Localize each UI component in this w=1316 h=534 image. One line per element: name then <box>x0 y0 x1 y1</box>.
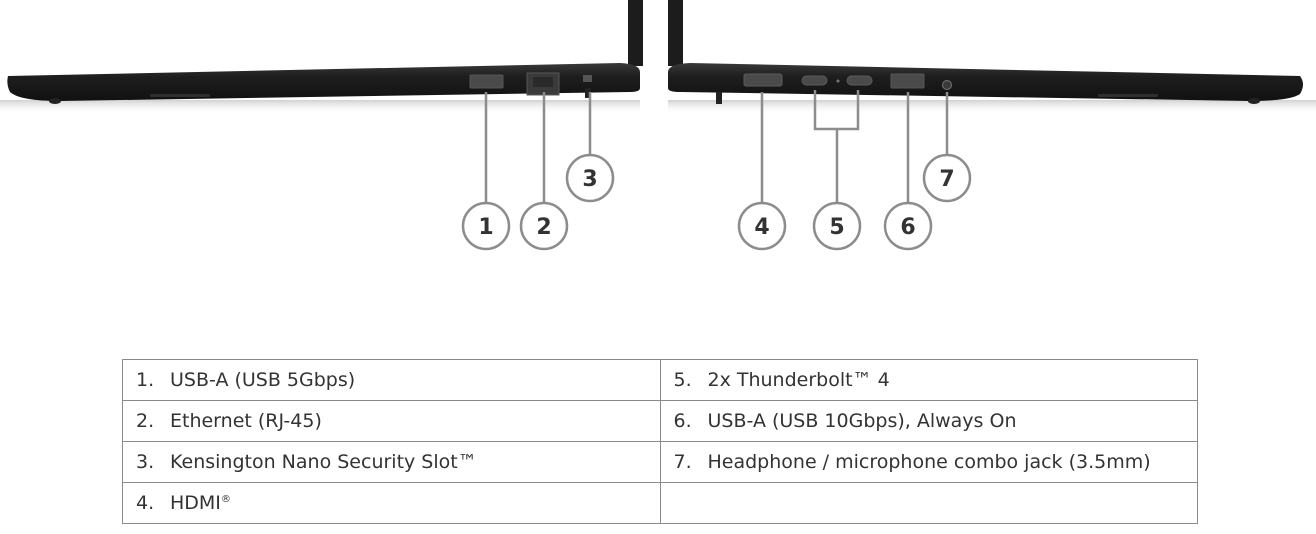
callout-6-number: 6 <box>900 215 915 240</box>
callout-circles <box>461 153 972 251</box>
security-slot <box>583 75 592 82</box>
laptop-left-side <box>0 0 643 114</box>
port-number: 3. <box>136 451 155 473</box>
thunderbolt-port-2 <box>846 75 873 86</box>
port-label: Headphone / microphone combo jack (3.5mm… <box>707 451 1151 473</box>
port-cell-5: 5. 2x Thunderbolt™ 4 <box>659 359 1198 401</box>
table-row: 2. Ethernet (RJ-45) 6. USB-A (USB 10Gbps),… <box>122 400 1198 442</box>
callout-5-circle <box>812 201 862 251</box>
port-cell-3: 3. Kensington Nano Security Slot™ <box>122 441 661 483</box>
laptop-ports-illustration: 1 2 3 4 5 6 7 <box>0 0 1316 251</box>
laptop-right-side <box>668 0 1316 114</box>
port-number: 6. <box>673 410 692 432</box>
port-number: 4. <box>136 492 155 514</box>
callout-1-circle <box>461 201 511 251</box>
usb-a-port-left <box>469 74 504 89</box>
table-row: 4. HDMI® <box>122 482 1198 524</box>
port-label: USB-A (USB 5Gbps) <box>170 369 356 391</box>
laptop-right-base <box>668 63 1303 101</box>
callout-2-circle <box>519 201 569 251</box>
callout-3-number: 3 <box>582 167 597 192</box>
table-row: 3. Kensington Nano Security Slot™ 7. Headp… <box>122 441 1198 483</box>
laptop-left-lid <box>628 0 643 66</box>
callout-6-circle <box>883 201 933 251</box>
callout-1-number: 1 <box>478 215 493 240</box>
vent-left <box>150 94 210 97</box>
callout-numbers: 1 2 3 4 5 6 7 <box>478 167 954 240</box>
table-row: 1. USB-A (USB 5Gbps) 5. 2x Thunderbolt™ 4 <box>122 359 1198 401</box>
port-number: 7. <box>673 451 692 473</box>
callout-5-number: 5 <box>829 215 844 240</box>
port-label: Kensington Nano Security Slot™ <box>170 451 477 473</box>
audio-jack <box>942 80 952 90</box>
port-cell-7: 7. Headphone / microphone combo jack (3.5… <box>659 441 1198 483</box>
port-cell-1: 1. USB-A (USB 5Gbps) <box>122 359 661 401</box>
port-label: HDMI <box>170 492 221 514</box>
port-number: 2. <box>136 410 155 432</box>
port-label: Ethernet (RJ-45) <box>170 410 322 432</box>
usb-a-port-right <box>890 73 925 89</box>
port-cell-2: 2. Ethernet (RJ-45) <box>122 400 661 442</box>
thunderbolt-port-1 <box>801 75 828 86</box>
callout-7-circle <box>922 153 972 203</box>
callout-4-circle <box>737 201 787 251</box>
port-number: 5. <box>673 369 692 391</box>
port-number: 1. <box>136 369 155 391</box>
port-label: 2x Thunderbolt™ 4 <box>707 369 890 391</box>
registered-mark: ® <box>220 494 231 505</box>
callout-2-number: 2 <box>536 215 551 240</box>
callout-4-number: 4 <box>754 215 769 240</box>
vent-right <box>1098 94 1158 97</box>
laptop-right-lid <box>668 0 683 66</box>
callout-3-circle <box>565 153 615 203</box>
callout-lines <box>484 90 949 202</box>
port-cell-6: 6. USB-A (USB 10Gbps), Always On <box>659 400 1198 442</box>
port-cell-4: 4. HDMI® <box>122 482 661 524</box>
ports-legend-table: 1.USB-A (USB 5Gbps) 5.2x Thunderbolt™ 4 … <box>122 359 1198 524</box>
empty-cell <box>659 482 1198 524</box>
callout-7-number: 7 <box>939 167 954 192</box>
hdmi-port <box>743 73 783 87</box>
port-label: USB-A (USB 10Gbps), Always On <box>707 410 1017 432</box>
laptop-left-base <box>7 63 641 101</box>
